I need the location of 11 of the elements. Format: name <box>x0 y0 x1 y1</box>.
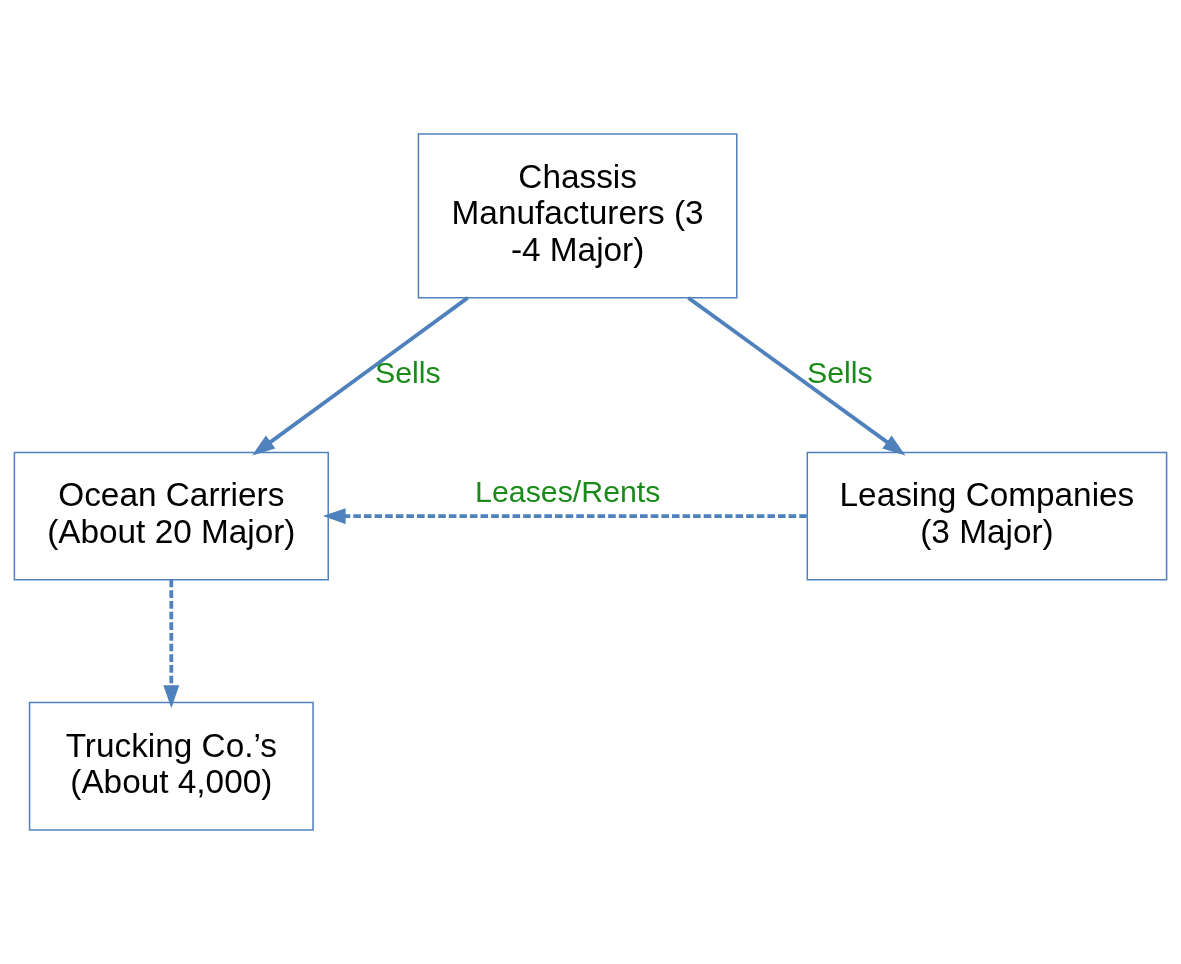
edge-label: Sells <box>374 355 441 389</box>
node-box: Ocean Carriers (About 20 Major) <box>13 451 329 581</box>
node-box: Leasing Companies (3 Major) <box>806 451 1168 581</box>
arrow <box>252 296 469 456</box>
arrow <box>163 580 180 709</box>
arrow <box>322 508 807 525</box>
node-box: Chassis Manufacturers (3 -4 Major) <box>417 133 738 299</box>
edge-label: Leases/Rents <box>475 475 661 509</box>
node-box: Trucking Co.’s (About 4,000) <box>28 701 314 831</box>
edge-label: Sells <box>807 355 873 389</box>
arrow <box>687 296 906 456</box>
